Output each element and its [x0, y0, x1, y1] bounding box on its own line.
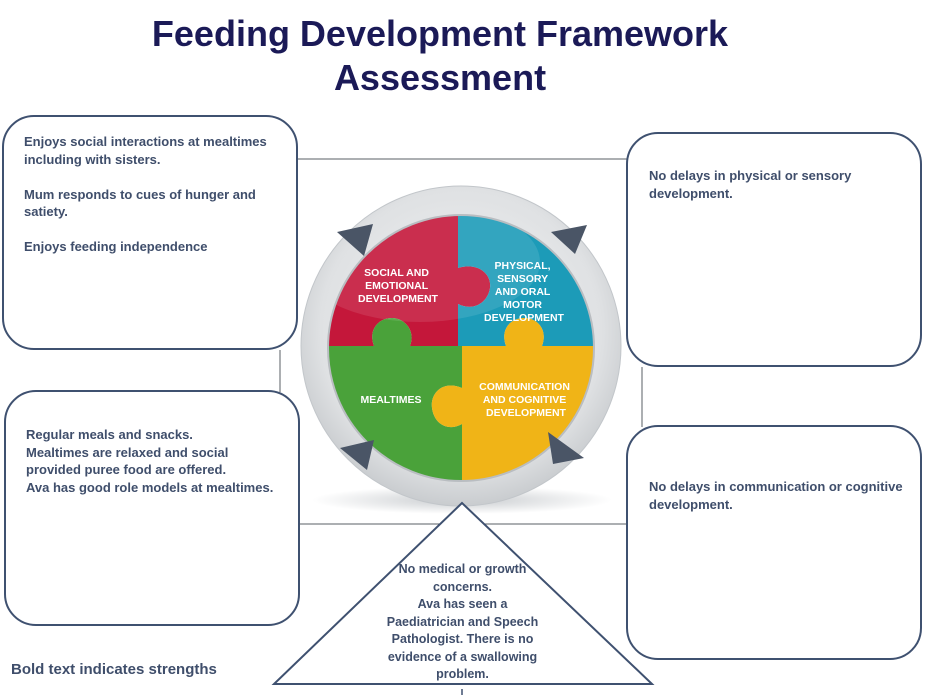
physical-note: No delays in physical or sensory develop…	[649, 167, 908, 202]
social-note-2: Mum responds to cues of hunger and satie…	[24, 186, 286, 221]
social-note-3: Enjoys feeding independence	[24, 238, 286, 256]
social-note-1: Enjoys social interactions at mealtimes …	[24, 133, 286, 168]
legend-note: Bold text indicates strengths	[11, 661, 217, 678]
communication-note: No delays in communication or cognitive …	[649, 478, 908, 513]
medical-notes: No medical or growth concerns. Ava has s…	[365, 561, 560, 684]
mealtimes-note: Regular meals and snacks. Mealtimes are …	[26, 426, 288, 496]
social-emotional-box: Enjoys social interactions at mealtimes …	[2, 115, 298, 350]
communication-cognitive-box: No delays in communication or cognitive …	[626, 425, 922, 660]
physical-development-box: No delays in physical or sensory develop…	[626, 132, 922, 367]
mealtimes-box: Regular meals and snacks. Mealtimes are …	[4, 390, 300, 626]
